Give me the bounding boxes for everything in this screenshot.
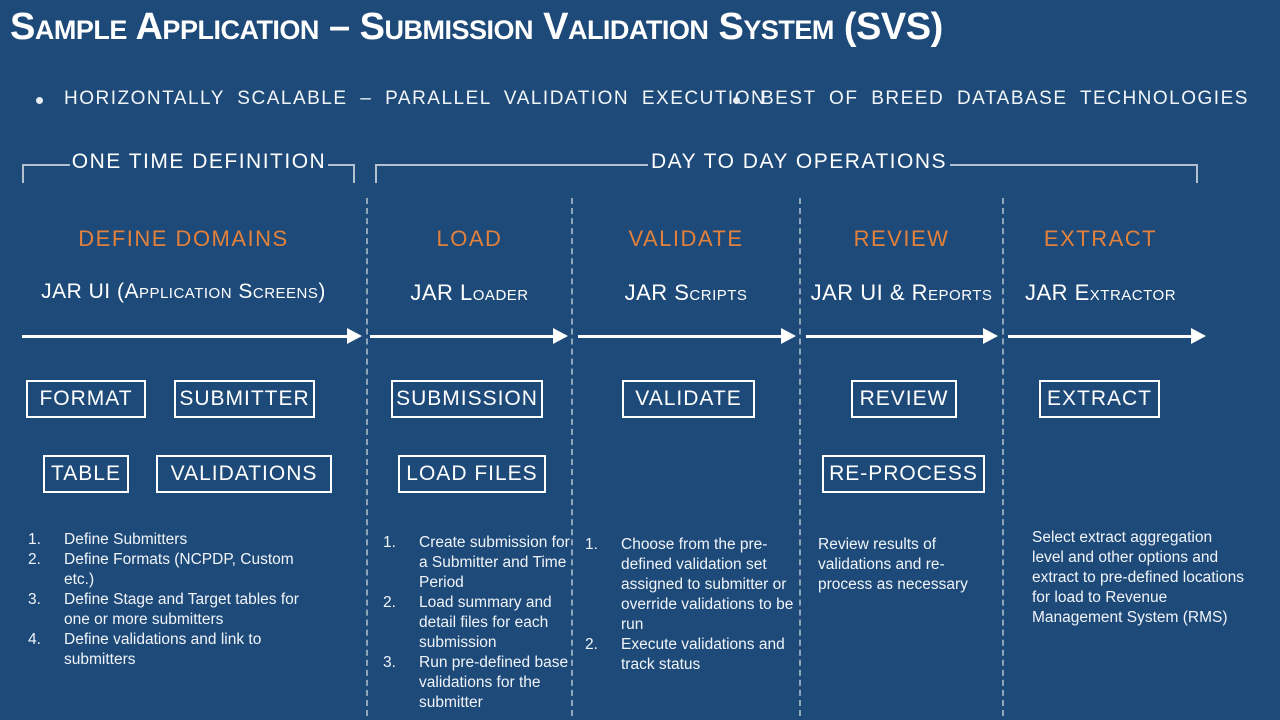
step-text: Load summary and detail files for each s… (419, 594, 552, 651)
flow-box-label: SUBMITTER (179, 387, 310, 410)
step-number: 1. (383, 534, 396, 551)
column-header-load: LOAD (436, 226, 503, 251)
bullet-point-scalable: HORIZONTALLY SCALABLE – PARALLEL VALIDAT… (64, 88, 767, 109)
flow-box-submitter: SUBMITTER (174, 380, 315, 418)
flow-arrow-head-icon (1191, 328, 1206, 344)
column-header-define-domains: DEFINE DOMAINS (78, 226, 289, 251)
step-number: 2. (28, 551, 41, 568)
flow-arrow-line (370, 335, 554, 338)
flow-box-submission: SUBMISSION (391, 380, 543, 418)
column-divider (799, 198, 801, 716)
bracket-line (328, 164, 355, 166)
column-subheader-jar-scripts: JAR Scripts (624, 280, 748, 305)
flow-box-label: EXTRACT (1046, 387, 1152, 410)
flow-arrow-head-icon (983, 328, 998, 344)
bullet-dot-icon (36, 97, 43, 104)
column-divider (571, 198, 573, 716)
section-label-day-to-day-operations: DAY TO DAY OPERATIONS (650, 150, 948, 173)
flow-arrow-line (806, 335, 984, 338)
step-item: 2. Define Formats (NCPDP, Custom etc.) (28, 550, 318, 590)
flow-box-extract: EXTRACT (1039, 380, 1160, 418)
column-divider (366, 198, 368, 716)
bracket-tick (353, 164, 355, 183)
flow-arrow-head-icon (553, 328, 568, 344)
flow-arrow-line (22, 335, 348, 338)
flow-box-load-files: LOAD FILES (398, 455, 546, 493)
column-header-review: REVIEW (853, 226, 950, 251)
flow-box-label: RE-PROCESS (829, 462, 978, 485)
column-header-validate: VALIDATE (628, 226, 744, 251)
column-subheader-jar-loader: JAR Loader (410, 280, 529, 305)
step-text: Define validations and link to submitter… (64, 631, 262, 668)
step-number: 3. (28, 591, 41, 608)
column-subheader-jar-ui: JAR UI (Application Screens) (41, 280, 326, 303)
step-text: Define Stage and Target tables for one o… (64, 591, 299, 628)
column-divider (1002, 198, 1004, 716)
step-number: 4. (28, 631, 41, 648)
step-text: Create submission for a Submitter and Ti… (419, 534, 570, 591)
step-text: Define Submitters (64, 531, 188, 548)
bullet-dot-icon (733, 97, 740, 104)
flow-arrow-line (578, 335, 782, 338)
flow-box-label: SUBMISSION (396, 387, 538, 410)
bracket-line (375, 164, 648, 166)
step-text: Execute validations and track status (621, 636, 785, 673)
flow-box-label: VALIDATE (635, 387, 742, 410)
step-number: 3. (383, 654, 396, 671)
flow-arrow-head-icon (347, 328, 362, 344)
flow-box-review: REVIEW (851, 380, 957, 418)
column-header-extract: EXTRACT (1043, 226, 1158, 251)
steps-define-domains: 1. Define Submitters 2. Define Formats (NC… (28, 530, 318, 670)
step-item: 2. Execute validations and track status (585, 635, 801, 675)
page-title: Sample Application – Submission Validati… (10, 6, 943, 48)
bracket-tick (22, 164, 24, 183)
column-subheader-jar-ui-reports: JAR UI & Reports (810, 280, 993, 305)
flow-box-format: FORMAT (26, 380, 146, 418)
step-number: 1. (28, 531, 41, 548)
step-item: 1. Choose from the pre-defined validation… (585, 535, 801, 635)
flow-box-label: REVIEW (859, 387, 949, 410)
bracket-line (22, 164, 70, 166)
flow-box-label: FORMAT (39, 387, 133, 410)
step-item: 3. Define Stage and Target tables for one… (28, 590, 318, 630)
note-extract: Select extract aggregation level and oth… (1032, 529, 1244, 626)
step-number: 2. (383, 594, 396, 611)
flow-box-validations: VALIDATIONS (156, 455, 332, 493)
step-number: 1. (585, 536, 598, 553)
flow-box-table: TABLE (43, 455, 129, 493)
section-label-one-time-definition: ONE TIME DEFINITION (71, 150, 327, 173)
step-item: 1. Create submission for a Submitter and … (383, 533, 571, 593)
flow-box-label: LOAD FILES (406, 462, 538, 485)
bracket-tick (1196, 164, 1198, 183)
step-item: 3. Run pre-defined base validations for t… (383, 653, 571, 713)
bullet-point-database: BEST OF BREED DATABASE TECHNOLOGIES (761, 88, 1249, 109)
step-item: 1. Define Submitters (28, 530, 318, 550)
flow-arrow-line (1008, 335, 1192, 338)
flow-box-label: TABLE (51, 462, 121, 485)
bracket-line (950, 164, 1198, 166)
flow-box-validate: VALIDATE (622, 380, 755, 418)
step-item: 2. Load summary and detail files for each… (383, 593, 571, 653)
flow-box-re-process: RE-PROCESS (822, 455, 985, 493)
flow-arrow-head-icon (781, 328, 796, 344)
step-text: Define Formats (NCPDP, Custom etc.) (64, 551, 294, 588)
step-item: 4. Define validations and link to submitt… (28, 630, 318, 670)
steps-validate: 1. Choose from the pre-defined validation… (585, 535, 801, 675)
step-text: Run pre-defined base validations for the… (419, 654, 569, 711)
flow-box-label: VALIDATIONS (170, 462, 318, 485)
step-text: Choose from the pre-defined validation s… (621, 536, 794, 633)
steps-load: 1. Create submission for a Submitter and … (383, 533, 571, 713)
column-subheader-jar-extractor: JAR Extractor (1024, 280, 1177, 305)
bracket-tick (375, 164, 377, 183)
step-number: 2. (585, 636, 598, 653)
note-review: Review results of validations and re-pro… (818, 536, 968, 593)
